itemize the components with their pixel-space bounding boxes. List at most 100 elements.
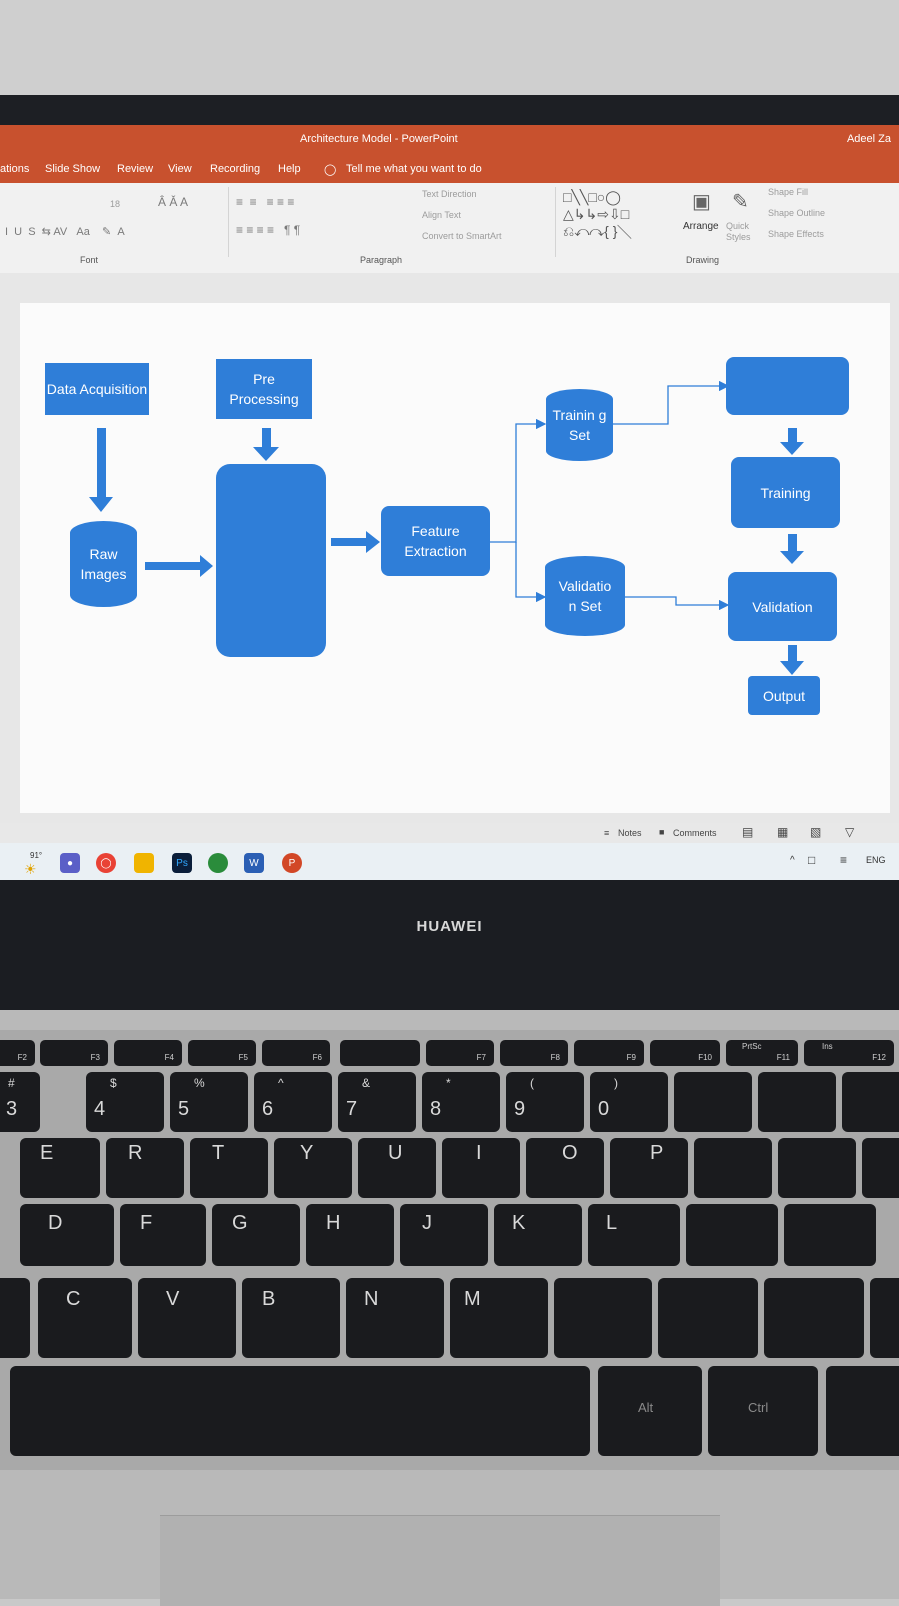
key-c[interactable]: C (38, 1278, 132, 1358)
font-size-box[interactable]: 18 (110, 199, 121, 209)
menu-recording[interactable]: Recording (210, 163, 261, 175)
shape-validation[interactable]: Validation (728, 572, 837, 641)
key-bracket-left[interactable] (694, 1138, 772, 1198)
menu-view[interactable]: View (168, 163, 192, 175)
teams-icon[interactable]: ● (60, 853, 80, 873)
key-4[interactable]: 4$ (86, 1072, 164, 1132)
key-quote[interactable] (784, 1204, 876, 1266)
weather-icon[interactable]: ☀ (24, 861, 37, 877)
convert-smartart-button[interactable]: Convert to SmartArt (422, 231, 502, 241)
grow-font-icon[interactable]: Â Ǎ A (158, 195, 189, 209)
comments-button[interactable]: Comments (673, 828, 717, 838)
key-0[interactable]: 0) (590, 1072, 668, 1132)
key-l[interactable]: L (588, 1204, 680, 1266)
edge-icon[interactable] (208, 853, 228, 873)
list-icons[interactable]: ≡ ≡ ≡ ≡ ≡ (236, 195, 295, 209)
key-slash[interactable] (764, 1278, 864, 1358)
key-k[interactable]: K (494, 1204, 582, 1266)
key-f6[interactable]: F6 (262, 1040, 330, 1066)
key-equals[interactable] (758, 1072, 836, 1132)
key-j[interactable]: J (400, 1204, 488, 1266)
key-y[interactable]: Y (274, 1138, 352, 1198)
key-minus[interactable] (674, 1072, 752, 1132)
chevron-up-icon[interactable]: ^ (790, 855, 795, 866)
key-f5[interactable]: F5 (188, 1040, 256, 1066)
menu-review[interactable]: Review (117, 163, 154, 175)
arrange-button[interactable]: Arrange (683, 221, 719, 232)
key-i[interactable]: I (442, 1138, 520, 1198)
shape-fill-button[interactable]: Shape Fill (768, 187, 809, 197)
key-semicolon[interactable] (686, 1204, 778, 1266)
key-f[interactable]: F (120, 1204, 206, 1266)
shape-validation-set[interactable]: Validatio n Set (545, 556, 625, 636)
key-backslash[interactable] (862, 1138, 899, 1198)
chrome-icon[interactable]: ◯ (96, 853, 116, 873)
key-bracket-right[interactable] (778, 1138, 856, 1198)
shape-outline-button[interactable]: Shape Outline (768, 208, 826, 218)
key-f4[interactable]: F4 (114, 1040, 182, 1066)
key-backspace[interactable] (842, 1072, 899, 1132)
key-ctrl[interactable]: Ctrl (708, 1366, 818, 1456)
quick-styles-icon[interactable]: ✎ (732, 191, 749, 213)
key-camera[interactable] (340, 1040, 420, 1066)
key-f10[interactable]: F10 (650, 1040, 720, 1066)
powerpoint-icon[interactable]: P (282, 853, 302, 873)
weather-temp[interactable]: 91° (30, 851, 43, 860)
arrange-icon[interactable]: ▣ (692, 191, 711, 213)
key-d[interactable]: D (20, 1204, 114, 1266)
photoshop-icon[interactable]: Ps (172, 853, 192, 873)
menu-help[interactable]: Help (278, 163, 301, 175)
word-icon[interactable]: W (244, 853, 264, 873)
key-7[interactable]: 7& (338, 1072, 416, 1132)
shape-training[interactable]: Training (731, 457, 840, 528)
key-8[interactable]: 8* (422, 1072, 500, 1132)
reading-view-icon[interactable]: ▧ (810, 825, 822, 839)
key-u[interactable]: U (358, 1138, 436, 1198)
key-f7[interactable]: F7 (426, 1040, 494, 1066)
folder-icon[interactable] (134, 853, 154, 873)
key-f9[interactable]: F9 (574, 1040, 644, 1066)
key-period[interactable] (658, 1278, 758, 1358)
key-shift-right[interactable] (870, 1278, 899, 1358)
align-icons[interactable]: ≡ ≡ ≡ ≡ ¶ ¶ (236, 223, 301, 237)
key-m[interactable]: M (450, 1278, 548, 1358)
shape-effects-button[interactable]: Shape Effects (768, 229, 824, 239)
menu-animations[interactable]: ations (0, 163, 30, 175)
key-g[interactable]: G (212, 1204, 300, 1266)
shape-pre-processing[interactable]: Pre Processing (216, 359, 312, 419)
touchpad[interactable] (160, 1515, 720, 1606)
quick-styles-button[interactable]: Quick Styles (726, 221, 751, 242)
key-shift-left[interactable] (0, 1278, 30, 1358)
key-n[interactable]: N (346, 1278, 444, 1358)
normal-view-icon[interactable]: ▤ (742, 825, 754, 839)
key-space[interactable] (10, 1366, 590, 1456)
account-name[interactable]: Adeel Za (846, 133, 891, 145)
app-tray-icon[interactable]: □ (808, 853, 816, 867)
key-o[interactable]: O (526, 1138, 604, 1198)
key-b[interactable]: B (242, 1278, 340, 1358)
key-f8[interactable]: F8 (500, 1040, 568, 1066)
notes-button[interactable]: Notes (618, 828, 642, 838)
key-6[interactable]: 6^ (254, 1072, 332, 1132)
key-f2[interactable]: F2 (0, 1040, 35, 1066)
key-p[interactable]: P (610, 1138, 688, 1198)
shape-output[interactable]: Output (748, 676, 820, 715)
key-e[interactable]: E (20, 1138, 100, 1198)
key-v[interactable]: V (138, 1278, 236, 1358)
shapes-gallery-icon[interactable]: □╲╲□○◯△↳↳⇨⇩□⎌↶↷{ }╲ (563, 189, 632, 239)
tell-me-search[interactable]: Tell me what you want to do (346, 163, 482, 175)
key-r[interactable]: R (106, 1138, 184, 1198)
align-text-button[interactable]: Align Text (422, 210, 461, 220)
shape-raw-images[interactable]: Raw Images (70, 521, 137, 607)
shape-training-set[interactable]: Trainin g Set (546, 389, 613, 461)
language-indicator[interactable]: ENG (866, 855, 886, 865)
shape-empty-box[interactable] (726, 357, 849, 415)
text-direction-button[interactable]: Text Direction (422, 189, 477, 199)
shape-data-acquisition[interactable]: Data Acquisition (45, 363, 149, 415)
slide-sorter-icon[interactable]: ▦ (777, 825, 789, 839)
menu-slide-show[interactable]: Slide Show (45, 163, 101, 175)
key-9[interactable]: 9( (506, 1072, 584, 1132)
key-t[interactable]: T (190, 1138, 268, 1198)
